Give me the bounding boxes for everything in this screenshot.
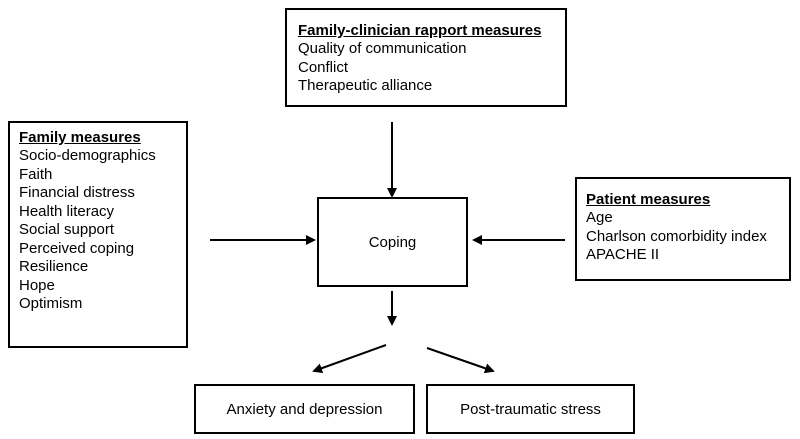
patient-item-charlson: Charlson comorbidity index [586, 227, 767, 245]
family-item-health-literacy: Health literacy [19, 202, 115, 220]
rapport-item-communication: Quality of communication [298, 40, 467, 57]
family-item-socio-demographics: Socio-demographics [19, 147, 156, 164]
family-clinician-rapport-title: Family-clinician rapport measures [298, 22, 542, 39]
family-item-optimism: Optimism [19, 295, 83, 312]
post-traumatic-stress-box: Post-traumatic stress [426, 384, 635, 434]
family-item-resilience: Resilience [19, 258, 89, 275]
family-item-financial-distress: Financial distress [19, 184, 135, 201]
coping-label: Coping [368, 234, 417, 251]
post-traumatic-stress-label: Post-traumatic stress [460, 401, 601, 418]
rapport-item-conflict: Conflict [298, 58, 349, 76]
patient-measures-title: Patient measures [586, 191, 711, 208]
arrow-to-ptsd [426, 347, 495, 374]
patient-measures-box: Patient measures Age Charlson comorbidit… [575, 177, 791, 281]
rapport-item-alliance: Therapeutic alliance [298, 77, 433, 94]
family-clinician-rapport-box: Family-clinician rapport measures Qualit… [285, 8, 567, 107]
anxiety-depression-box: Anxiety and depression [194, 384, 415, 434]
anxiety-depression-label: Anxiety and depression [226, 401, 383, 418]
family-item-faith: Faith [19, 165, 53, 183]
family-item-social-support: Social support [19, 221, 115, 238]
family-item-hope: Hope [19, 276, 55, 294]
family-measures-box: Family measures Socio-demographics Faith… [8, 121, 188, 348]
coping-box: Coping [317, 197, 468, 287]
patient-item-age: Age [586, 209, 613, 226]
family-item-perceived-coping: Perceived coping [19, 239, 135, 257]
patient-item-apache: APACHE II [586, 246, 660, 263]
arrow-to-anxiety [312, 344, 387, 373]
family-measures-title: Family measures [19, 129, 141, 146]
